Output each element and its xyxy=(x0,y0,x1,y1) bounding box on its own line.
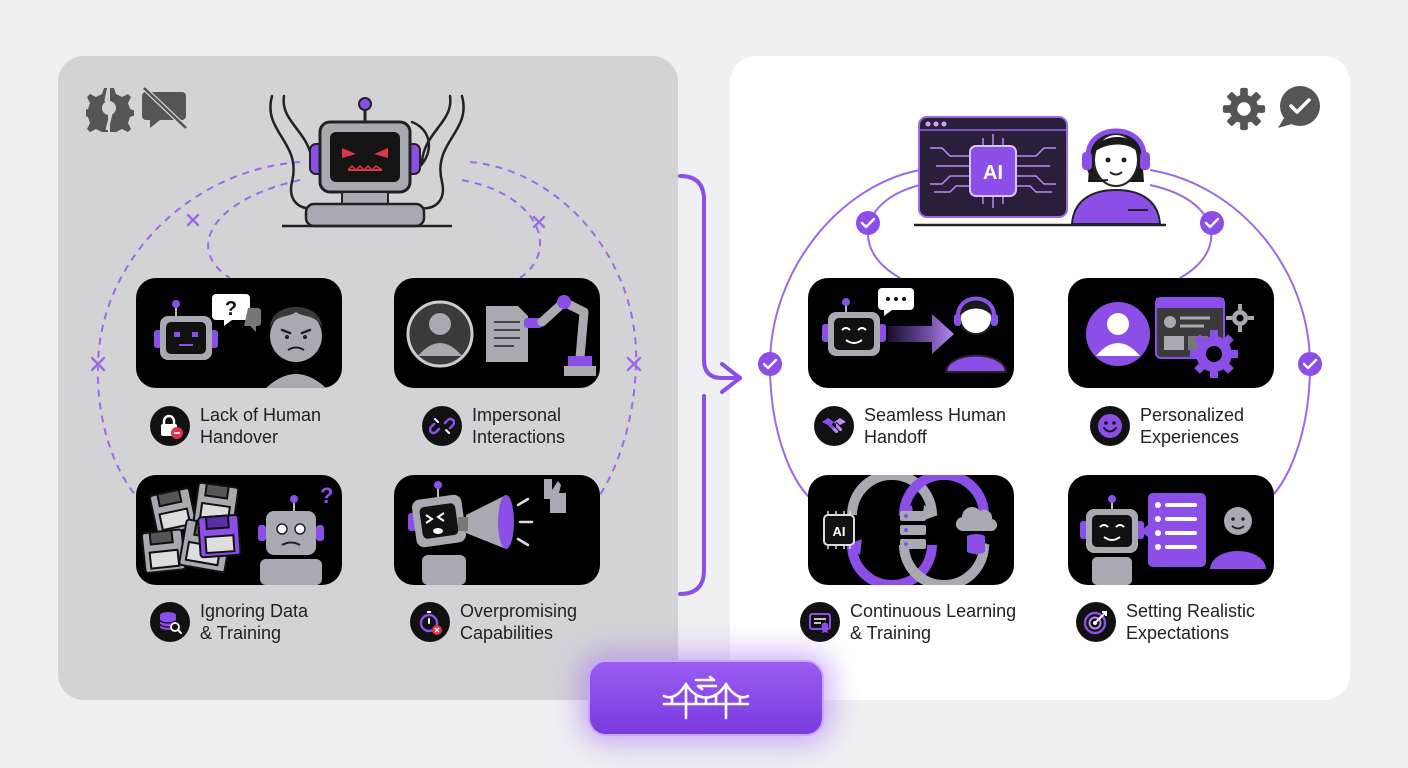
label-ignoring-data-training: Ignoring Data& Training xyxy=(150,600,390,644)
item-title-line2: Handoff xyxy=(864,427,927,447)
database-search-icon xyxy=(150,602,190,642)
card-impersonal-interactions xyxy=(394,278,600,388)
card-ignoring-data-training: ? xyxy=(136,475,342,585)
card-lack-of-human-handover: ? xyxy=(136,278,342,388)
card-seamless-human-handoff xyxy=(808,278,1014,388)
card-setting-realistic-expectations xyxy=(1068,475,1274,585)
lock-alert-icon xyxy=(150,406,190,446)
item-title-line2: Expectations xyxy=(1126,623,1230,643)
target-icon xyxy=(1076,602,1116,642)
item-title-line1: Ignoring Data xyxy=(200,601,309,621)
check-chat-icon xyxy=(1274,82,1324,132)
card-overpromising-capabilities xyxy=(394,475,600,585)
smiley-icon xyxy=(1090,406,1130,446)
item-title-line1: Overpromising xyxy=(460,601,578,621)
item-title-line1: Setting Realistic xyxy=(1126,601,1256,621)
bridge-icon xyxy=(662,675,750,720)
item-title-line2: & Training xyxy=(200,623,282,643)
muted-chat-icon xyxy=(140,84,190,132)
broken-link-icon xyxy=(422,406,462,446)
svg-text:?: ? xyxy=(225,298,237,320)
item-title-line1: Continuous Learning xyxy=(850,601,1017,621)
item-title-line2: Handover xyxy=(200,427,279,447)
item-title-line1: Personalized xyxy=(1140,405,1245,425)
stopwatch-alert-icon xyxy=(410,602,450,642)
certificate-icon xyxy=(800,602,840,642)
chip-ai-label: AI xyxy=(833,524,846,539)
label-continuous-learning-training: Continuous Learning& Training xyxy=(800,600,1040,644)
card-continuous-learning-training: AI xyxy=(808,475,1014,585)
ai-monitor-illustration: AI xyxy=(918,116,1068,218)
gear-icon xyxy=(1220,86,1268,132)
monitor-base-line xyxy=(914,223,1166,227)
monitor-ai-label: AI xyxy=(983,162,1003,184)
item-title-line2: & Training xyxy=(850,623,932,643)
item-title-line1: Seamless Human xyxy=(864,405,1007,425)
item-title-line1: Lack of Human xyxy=(200,405,322,425)
item-title-line2: Experiences xyxy=(1140,427,1240,447)
item-title-line2: Interactions xyxy=(472,427,566,447)
bridge-button[interactable] xyxy=(588,660,824,736)
item-title-line1: Impersonal xyxy=(472,405,562,425)
angry-robot-illustration xyxy=(262,92,472,232)
svg-text:?: ? xyxy=(320,483,333,508)
broken-gear-icon xyxy=(86,84,134,132)
card-personalized-experiences xyxy=(1068,278,1274,388)
support-agent-illustration xyxy=(1068,112,1164,226)
handshake-icon xyxy=(814,406,854,446)
item-title-line2: Capabilities xyxy=(460,623,554,643)
